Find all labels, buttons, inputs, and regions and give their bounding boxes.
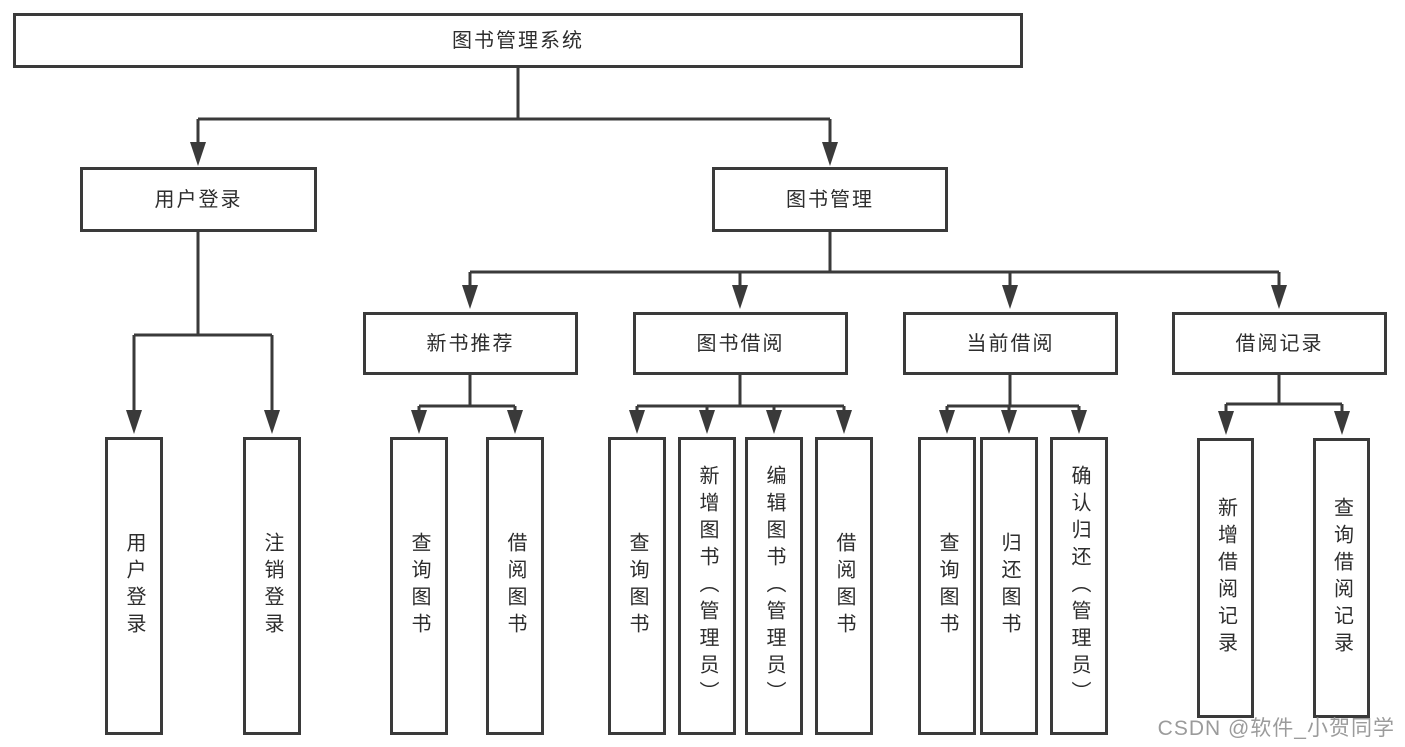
node-borrow-record: 借阅记录 xyxy=(1172,312,1387,375)
leaf-current-confirm: 确认归还（管理员） xyxy=(1050,437,1108,735)
arrowhead xyxy=(822,142,838,166)
connector-record-split xyxy=(1224,375,1344,413)
connector-book-mgmt-split xyxy=(468,232,1281,287)
arrowhead xyxy=(264,410,280,434)
leaf-current-query-label: 查询图书 xyxy=(936,532,958,640)
leaf-borrow-add-label: 新增图书（管理员） xyxy=(696,464,718,708)
node-root: 图书管理系统 xyxy=(13,13,1023,68)
node-current-borrow: 当前借阅 xyxy=(903,312,1118,375)
node-user-login: 用户登录 xyxy=(80,167,317,232)
node-new-book-recommend-label: 新书推荐 xyxy=(426,332,515,355)
arrowhead xyxy=(766,410,782,434)
arrowhead xyxy=(939,410,955,434)
node-new-book-recommend: 新书推荐 xyxy=(363,312,578,375)
leaf-current-query: 查询图书 xyxy=(918,437,976,735)
leaf-borrow-borrow-label: 借阅图书 xyxy=(833,532,855,640)
arrowhead xyxy=(1271,285,1287,309)
arrowhead xyxy=(836,410,852,434)
connector-user-login-split xyxy=(132,232,274,412)
arrowhead xyxy=(507,410,523,434)
arrowhead xyxy=(462,285,478,309)
arrowhead xyxy=(1334,411,1350,435)
leaf-user-login-label: 用户登录 xyxy=(123,532,145,640)
node-book-mgmt-label: 图书管理 xyxy=(786,188,874,211)
leaf-record-query: 查询借阅记录 xyxy=(1313,438,1370,718)
leaf-newbook-borrow-label: 借阅图书 xyxy=(504,532,526,640)
leaf-borrow-add: 新增图书（管理员） xyxy=(678,437,736,735)
connector-borrow-split xyxy=(635,375,846,413)
node-book-borrow: 图书借阅 xyxy=(633,312,848,375)
node-user-login-label: 用户登录 xyxy=(154,188,243,211)
arrowhead xyxy=(1071,410,1087,434)
leaf-record-query-label: 查询借阅记录 xyxy=(1330,497,1353,659)
connector-root-split xyxy=(196,68,832,144)
watermark-text: CSDN @软件_小贺同学 xyxy=(1157,717,1395,740)
arrowhead xyxy=(732,285,748,309)
leaf-borrow-edit-label: 编辑图书（管理员） xyxy=(763,464,785,708)
node-book-mgmt: 图书管理 xyxy=(712,167,948,232)
node-current-borrow-label: 当前借阅 xyxy=(966,332,1055,355)
leaf-record-add-label: 新增借阅记录 xyxy=(1214,497,1237,659)
leaf-logout: 注销登录 xyxy=(243,437,301,735)
arrowhead xyxy=(629,410,645,434)
leaf-borrow-query-label: 查询图书 xyxy=(626,532,648,640)
arrowhead xyxy=(190,142,206,166)
leaf-current-return-label: 归还图书 xyxy=(998,532,1020,640)
leaf-current-confirm-label: 确认归还（管理员） xyxy=(1068,464,1090,708)
leaf-user-login: 用户登录 xyxy=(105,437,163,735)
node-borrow-record-label: 借阅记录 xyxy=(1235,332,1324,355)
leaf-newbook-query: 查询图书 xyxy=(390,437,448,735)
node-root-label: 图书管理系统 xyxy=(452,29,584,52)
arrowhead xyxy=(1002,285,1018,309)
leaf-record-add: 新增借阅记录 xyxy=(1197,438,1254,718)
arrowhead xyxy=(126,410,142,434)
leaf-borrow-edit: 编辑图书（管理员） xyxy=(745,437,803,735)
leaf-newbook-query-label: 查询图书 xyxy=(408,532,430,640)
leaf-borrow-borrow: 借阅图书 xyxy=(815,437,873,735)
connector-newbook-split xyxy=(417,375,517,413)
arrowhead xyxy=(1001,410,1017,434)
node-book-borrow-label: 图书借阅 xyxy=(696,332,785,355)
leaf-borrow-query: 查询图书 xyxy=(608,437,666,735)
arrowhead xyxy=(1218,411,1234,435)
leaf-current-return: 归还图书 xyxy=(980,437,1038,735)
leaf-logout-label: 注销登录 xyxy=(261,532,283,640)
arrowhead xyxy=(699,410,715,434)
leaf-newbook-borrow: 借阅图书 xyxy=(486,437,544,735)
arrowhead xyxy=(411,410,427,434)
connector-current-split xyxy=(945,375,1081,413)
